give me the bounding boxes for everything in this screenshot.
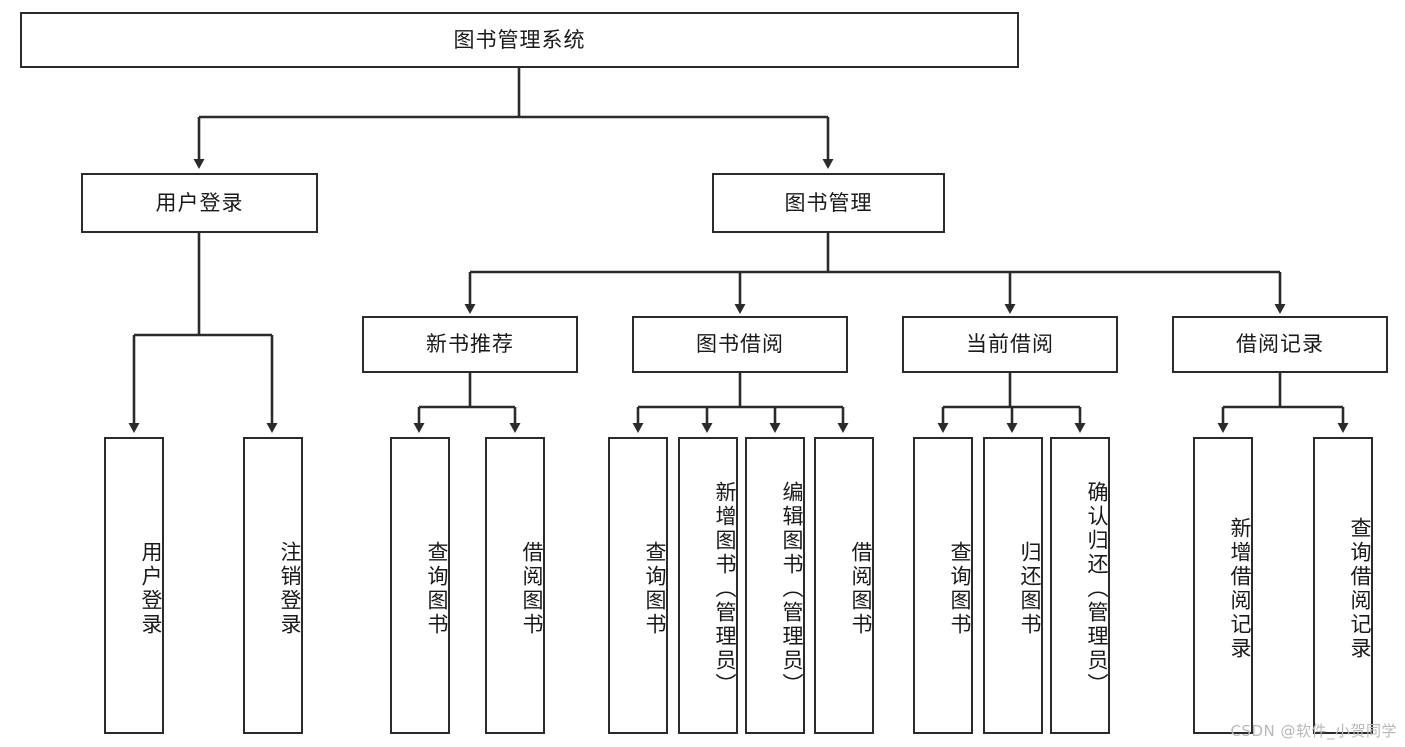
node-book-management[interactable]: 图书管理: [712, 173, 945, 233]
node-label: 借阅图书: [520, 540, 544, 637]
leaf-borrow-book[interactable]: 借阅图书: [814, 437, 874, 734]
leaf-edit-book-admin[interactable]: 编辑图书（管理员）: [745, 437, 805, 734]
node-label: 新书推荐: [426, 332, 514, 357]
edges-bookmgmt-level2: [464, 233, 1286, 314]
leaf-query-book-borrow[interactable]: 查询图书: [608, 437, 668, 734]
node-label: 图书管理: [784, 190, 873, 215]
edges-borrow-leaves: [632, 373, 849, 433]
node-label: 用户登录: [139, 540, 163, 637]
edges-root-level1: [193, 68, 834, 169]
node-label: 图书管理系统: [453, 27, 586, 52]
leaf-query-book-current[interactable]: 查询图书: [913, 437, 973, 734]
node-borrow-record[interactable]: 借阅记录: [1172, 316, 1388, 373]
node-label: 当前借阅: [966, 332, 1054, 357]
node-label: 查询图书: [948, 540, 972, 637]
node-label: 编辑图书（管理员）: [780, 480, 804, 697]
leaf-user-login[interactable]: 用户登录: [104, 437, 164, 734]
leaf-query-borrow-record[interactable]: 查询借阅记录: [1313, 437, 1373, 734]
leaf-borrow-book-recommend[interactable]: 借阅图书: [485, 437, 545, 734]
node-current-borrow[interactable]: 当前借阅: [902, 316, 1118, 373]
edges-newbook-leaves: [413, 373, 521, 433]
node-label: 确认归还（管理员）: [1085, 480, 1109, 697]
leaf-logout[interactable]: 注销登录: [243, 437, 303, 734]
leaf-return-book[interactable]: 归还图书: [983, 437, 1043, 734]
node-label: 新增图书（管理员）: [713, 480, 737, 697]
node-label: 归还图书: [1018, 540, 1042, 637]
node-label: 注销登录: [278, 540, 302, 637]
leaf-query-book-recommend[interactable]: 查询图书: [390, 437, 450, 734]
leaf-confirm-return-admin[interactable]: 确认归还（管理员）: [1050, 437, 1110, 734]
node-label: 查询图书: [425, 540, 449, 637]
leaf-add-borrow-record[interactable]: 新增借阅记录: [1193, 437, 1253, 734]
node-user-login[interactable]: 用户登录: [81, 173, 318, 233]
node-book-borrow[interactable]: 图书借阅: [632, 316, 848, 373]
node-new-book-recommend[interactable]: 新书推荐: [362, 316, 578, 373]
edges-userlogin-leaves: [128, 233, 278, 433]
node-label: 新增借阅记录: [1228, 516, 1252, 661]
node-label: 查询借阅记录: [1348, 516, 1372, 661]
node-label: 查询图书: [643, 540, 667, 637]
node-label: 图书借阅: [696, 332, 784, 357]
leaf-add-book-admin[interactable]: 新增图书（管理员）: [678, 437, 738, 734]
node-root-system[interactable]: 图书管理系统: [20, 12, 1019, 68]
node-label: 借阅记录: [1236, 332, 1324, 357]
node-label: 借阅图书: [849, 540, 873, 637]
node-label: 用户登录: [155, 190, 244, 215]
edges-record-leaves: [1217, 373, 1349, 433]
edges-current-leaves: [937, 373, 1086, 433]
